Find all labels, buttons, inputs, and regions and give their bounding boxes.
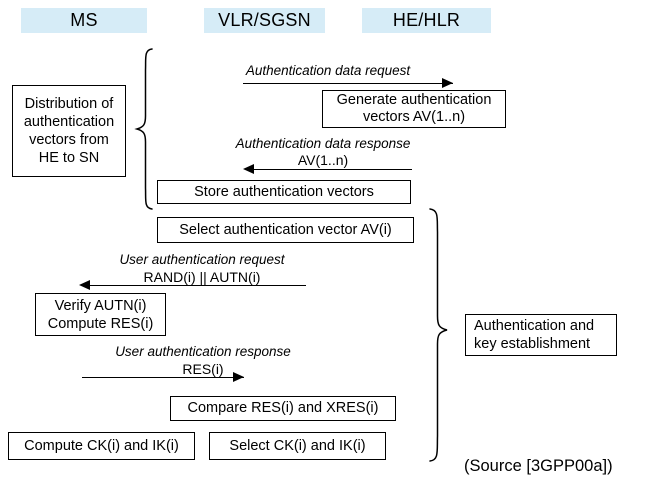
column-header-ms: MS xyxy=(21,8,147,33)
column-header-vlr-sgsn: VLR/SGSN xyxy=(204,8,325,33)
message-label-auth-data-response: Authentication data response xyxy=(235,136,411,151)
action-box-compute-keys: Compute CK(i) and IK(i) xyxy=(8,432,195,460)
message-sublabel-auth-data-response: AV(1..n) xyxy=(297,152,349,168)
message-arrow-auth-data-response xyxy=(252,169,412,170)
message-arrow-auth-data-request xyxy=(243,83,453,84)
action-box-store-av: Store authentication vectors xyxy=(157,180,411,204)
message-arrow-user-auth-response xyxy=(82,377,244,378)
arrowhead-right-icon xyxy=(442,78,453,88)
action-box-compare-res: Compare RES(i) and XRES(i) xyxy=(170,396,396,421)
action-box-select-av: Select authentication vector AV(i) xyxy=(157,217,414,243)
phase-label-auth-key: Authentication and key establishment xyxy=(465,314,617,356)
arrowhead-left-icon xyxy=(79,280,90,290)
arrowhead-right-icon xyxy=(233,372,244,382)
message-label-user-auth-request: User authentication request xyxy=(119,252,285,267)
arrowhead-left-icon xyxy=(243,164,254,174)
phase-label-distribution: Distribution of authentication vectors f… xyxy=(12,85,126,177)
source-note: (Source [3GPP00a]) xyxy=(464,457,613,475)
action-box-select-keys: Select CK(i) and IK(i) xyxy=(209,432,386,460)
column-header-he-hlr: HE/HLR xyxy=(362,8,491,33)
message-sublabel-user-auth-request: RAND(i) || AUTN(i) xyxy=(143,269,261,285)
phase-brace-distribution xyxy=(132,48,154,210)
message-label-auth-data-request: Authentication data request xyxy=(245,63,411,78)
message-label-user-auth-response: User authentication response xyxy=(115,344,291,359)
message-sublabel-user-auth-response: RES(i) xyxy=(182,361,224,377)
action-box-verify-autn: Verify AUTN(i) Compute RES(i) xyxy=(35,293,166,336)
message-arrow-user-auth-request xyxy=(88,285,306,286)
phase-brace-auth-key xyxy=(428,208,454,462)
action-box-generate-av: Generate authentication vectors AV(1..n) xyxy=(322,90,506,128)
